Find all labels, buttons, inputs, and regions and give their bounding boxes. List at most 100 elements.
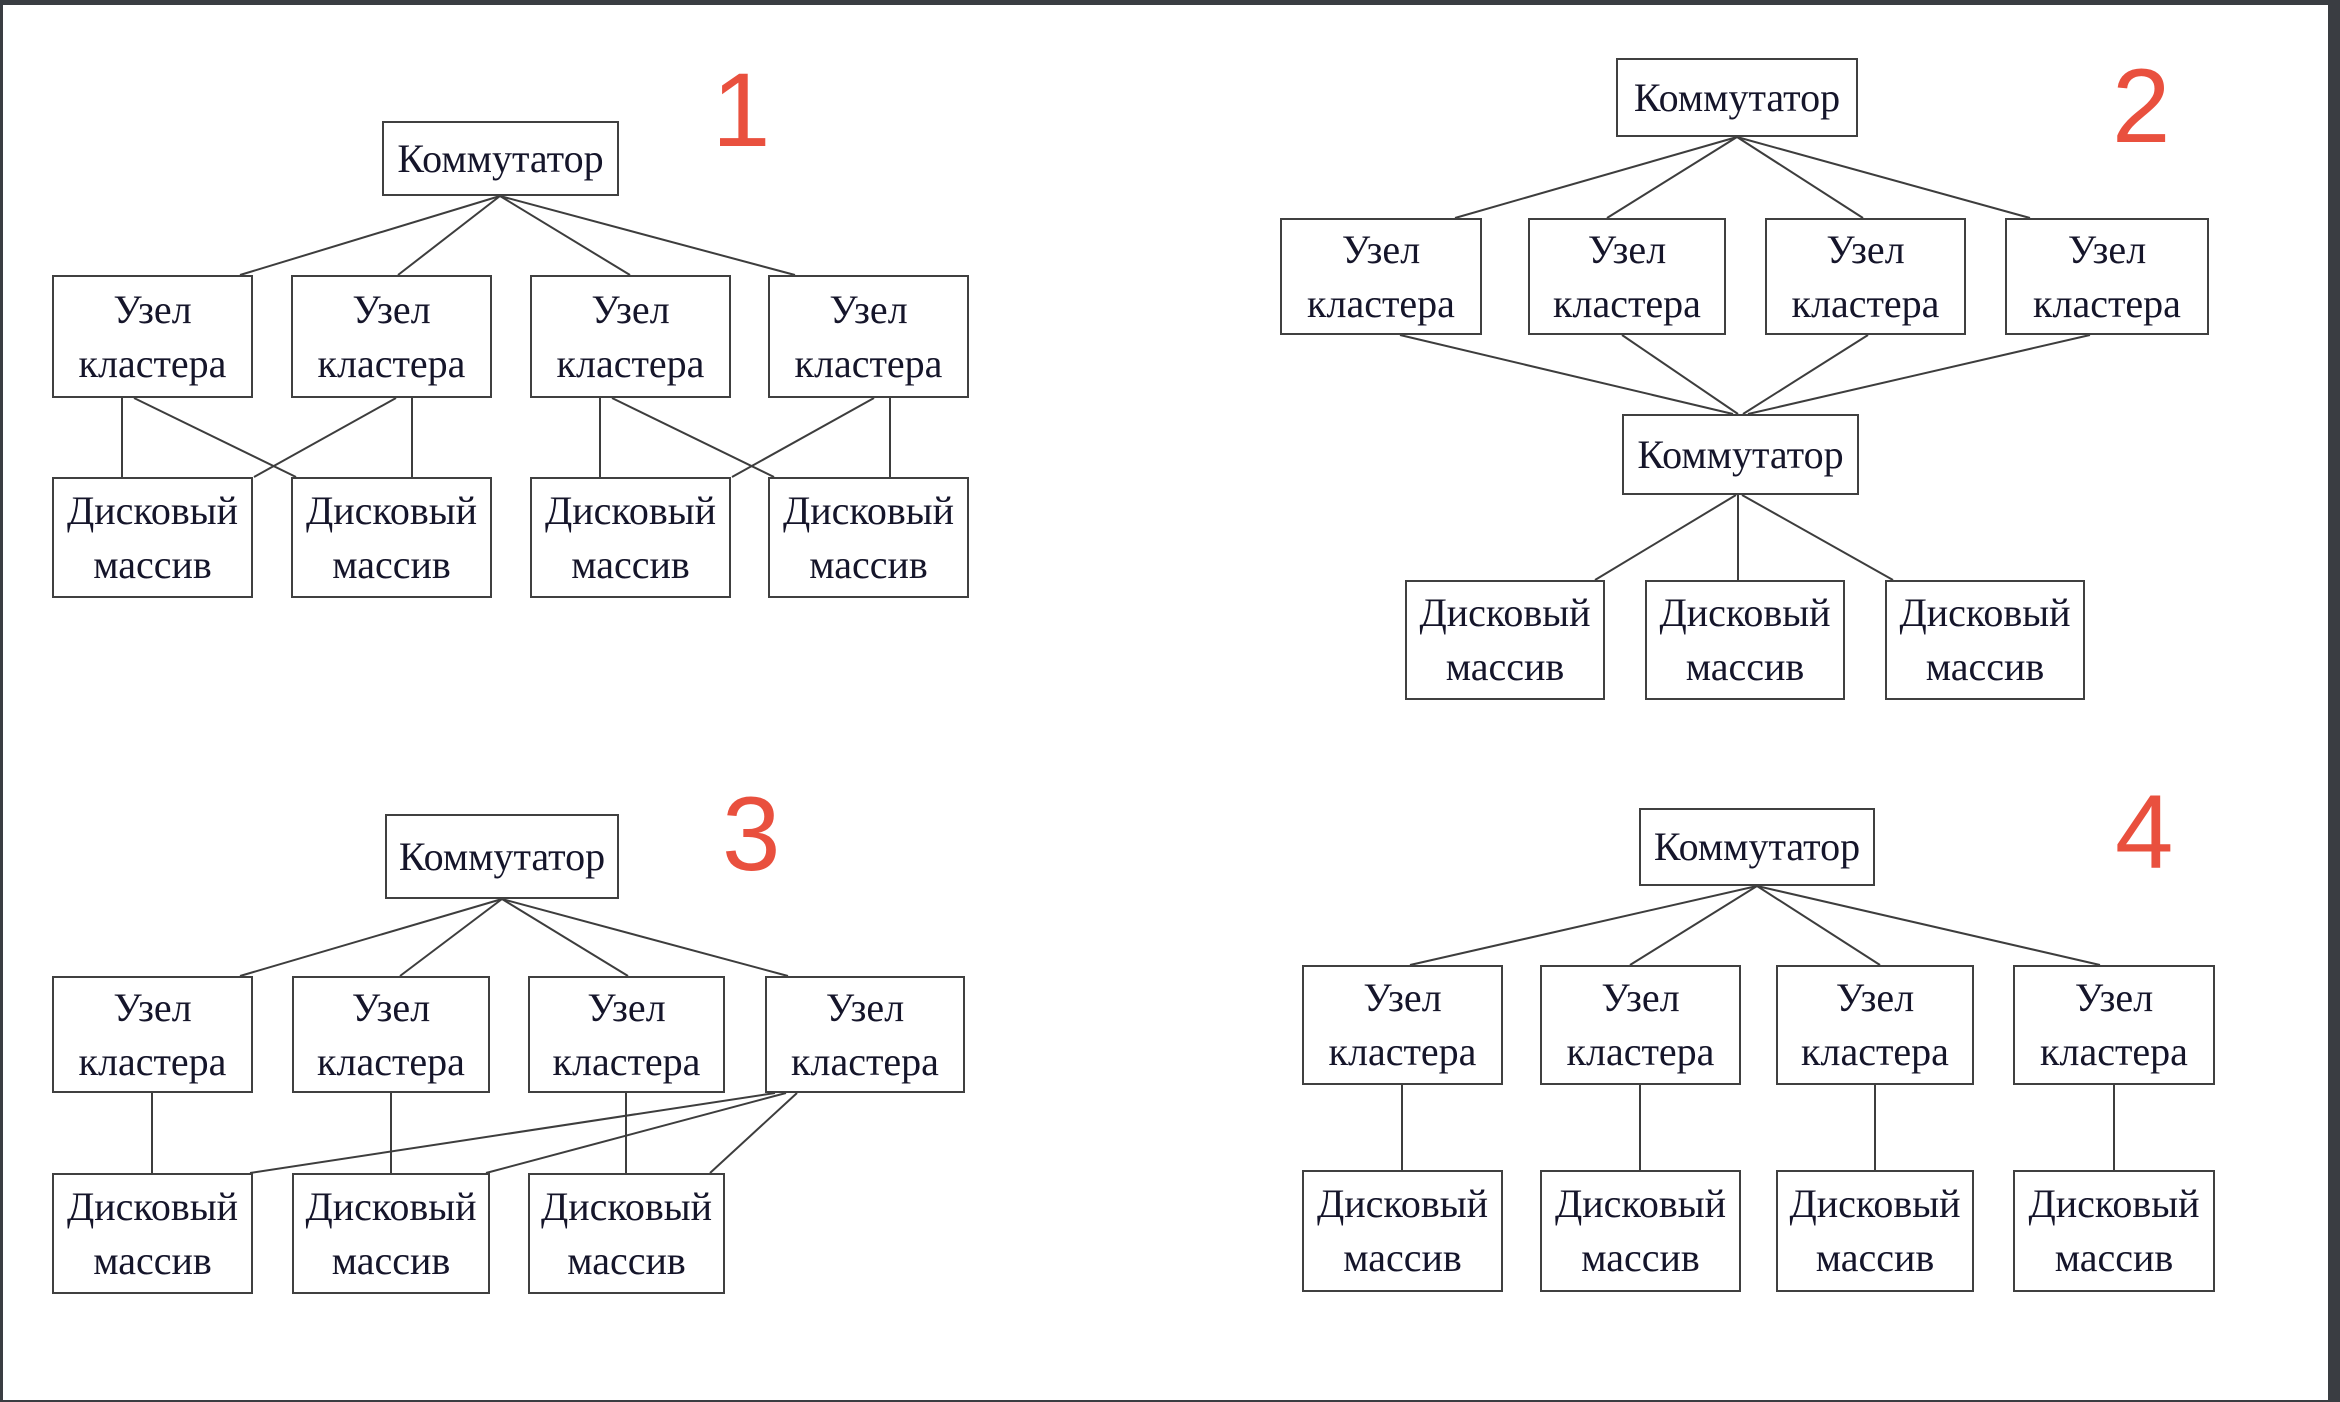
box-label-line: массив bbox=[332, 541, 451, 587]
connection-line bbox=[1747, 334, 2091, 415]
box-label-line: массив bbox=[331, 1237, 451, 1283]
box-label-line: Узел bbox=[1341, 226, 1421, 272]
diagram-number: 3 bbox=[722, 776, 781, 893]
box-label-line: массив bbox=[1925, 644, 2045, 689]
box-label-line: Дисковый bbox=[540, 1183, 712, 1229]
box-label-line: кластера bbox=[552, 1038, 701, 1084]
switch-box: Коммутатор bbox=[1622, 414, 1859, 495]
box-label-line: кластера bbox=[1328, 1029, 1477, 1074]
cluster-node-box: Узел кластера bbox=[528, 976, 725, 1093]
disk-array-box: Дисковый массив bbox=[768, 477, 969, 598]
disk-array-box: Дисковый массив bbox=[52, 1173, 253, 1294]
connection-line bbox=[1594, 494, 1737, 581]
box-label-line: массив bbox=[1343, 1235, 1462, 1280]
box-label-line: Узел bbox=[1835, 975, 1915, 1020]
connection-line bbox=[611, 397, 775, 478]
connection-line bbox=[1736, 136, 1864, 219]
diagram-number: 2 bbox=[2112, 48, 2171, 165]
box-label-line: массив bbox=[2054, 1235, 2174, 1280]
connection-line bbox=[1454, 136, 1738, 219]
box-label-line: кластера bbox=[78, 340, 227, 386]
box-label-line: Дисковый bbox=[2028, 1181, 2200, 1226]
disk-array-box: Дисковый массив bbox=[2013, 1170, 2215, 1292]
box-label-line: Дисковый bbox=[1789, 1181, 1961, 1226]
box-label-line: массив bbox=[93, 1237, 212, 1283]
connection-line bbox=[1409, 885, 1758, 966]
box-label-line: массив bbox=[1581, 1235, 1700, 1280]
box-label-line: Узел bbox=[2074, 975, 2154, 1020]
connection-line bbox=[1756, 885, 1881, 966]
box-label-line: кластера bbox=[2040, 1029, 2188, 1074]
connection-line bbox=[731, 397, 875, 478]
connection-line bbox=[709, 1092, 798, 1174]
connection-line bbox=[249, 1092, 776, 1174]
cluster-node-box: Узел кластера bbox=[768, 275, 969, 398]
switch-box: Коммутатор bbox=[1639, 808, 1875, 886]
box-label-line: кластера bbox=[1801, 1029, 1949, 1074]
box-label-line: массив bbox=[93, 541, 212, 587]
box-label-line: Дисковый bbox=[782, 487, 954, 533]
box-label-line: кластера bbox=[1791, 280, 1940, 326]
switch-box: Коммутатор bbox=[385, 814, 619, 899]
box-label-line: кластера bbox=[791, 1038, 939, 1084]
cluster-node-box: Узел кластера bbox=[1776, 965, 1974, 1085]
box-label-line: кластера bbox=[794, 340, 943, 386]
box-label-line: Узел bbox=[587, 984, 666, 1030]
box-label-line: Дисковый bbox=[1419, 590, 1591, 635]
box-label-line: Коммутатор bbox=[1637, 431, 1844, 477]
connection-line bbox=[499, 195, 631, 276]
connection-line bbox=[501, 898, 789, 977]
disk-array-box: Дисковый массив bbox=[1776, 1170, 1974, 1292]
box-label-line: кластера bbox=[78, 1038, 227, 1084]
connection-line bbox=[1736, 136, 2031, 219]
box-label-line: Дисковый bbox=[1899, 590, 2071, 635]
switch-box: Коммутатор bbox=[1616, 58, 1858, 137]
cluster-node-box: Узел кластера bbox=[2013, 965, 2215, 1085]
connection-line bbox=[1621, 334, 1739, 415]
box-label-line: кластера bbox=[317, 1038, 465, 1084]
switch-box: Коммутатор bbox=[382, 121, 619, 196]
disk-array-box: Дисковый массив bbox=[1885, 580, 2085, 700]
connection-line bbox=[1399, 334, 1734, 415]
diagram-number: 4 bbox=[2115, 774, 2174, 891]
connection-lines bbox=[121, 136, 2115, 1174]
connection-line bbox=[399, 898, 503, 977]
box-label-line: кластера bbox=[1553, 280, 1701, 326]
connection-line bbox=[397, 195, 501, 276]
box-label-line: Узел bbox=[1363, 975, 1442, 1020]
connection-line bbox=[253, 397, 397, 478]
diagram-number: 1 bbox=[712, 52, 771, 169]
box-label-line: кластера bbox=[556, 340, 705, 386]
box-label-line: Узел bbox=[829, 286, 908, 332]
connection-line bbox=[1629, 885, 1758, 966]
connection-line bbox=[133, 397, 297, 478]
connection-line bbox=[1742, 334, 1869, 415]
connection-line bbox=[239, 195, 501, 276]
box-label-line: Дисковый bbox=[66, 1183, 238, 1229]
box-label-line: массив bbox=[1815, 1235, 1935, 1280]
box-label-line: Дисковый bbox=[544, 487, 716, 533]
box-label-line: Коммутатор bbox=[398, 833, 606, 879]
box-label-line: Узел bbox=[1601, 975, 1680, 1020]
box-label-line: массив bbox=[809, 541, 928, 587]
box-label-line: Дисковый bbox=[1554, 1181, 1726, 1226]
connection-line bbox=[1756, 885, 2101, 966]
box-label-line: Узел bbox=[1587, 226, 1667, 272]
connection-line bbox=[1606, 136, 1738, 219]
cluster-node-box: Узел кластера bbox=[765, 976, 965, 1093]
connection-line bbox=[485, 1092, 787, 1174]
connection-line bbox=[1741, 494, 1894, 581]
box-label-line: Узел bbox=[825, 984, 905, 1030]
